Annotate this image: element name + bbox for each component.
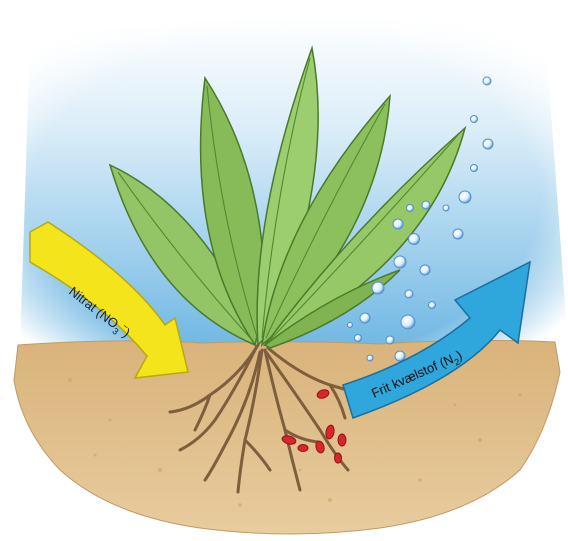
diagram-canvas: Nitrat (NO3−) Frit kvælstof (N2) xyxy=(0,0,568,541)
nitrogen-cycle-illustration: Nitrat (NO3−) Frit kvælstof (N2) xyxy=(0,0,568,541)
